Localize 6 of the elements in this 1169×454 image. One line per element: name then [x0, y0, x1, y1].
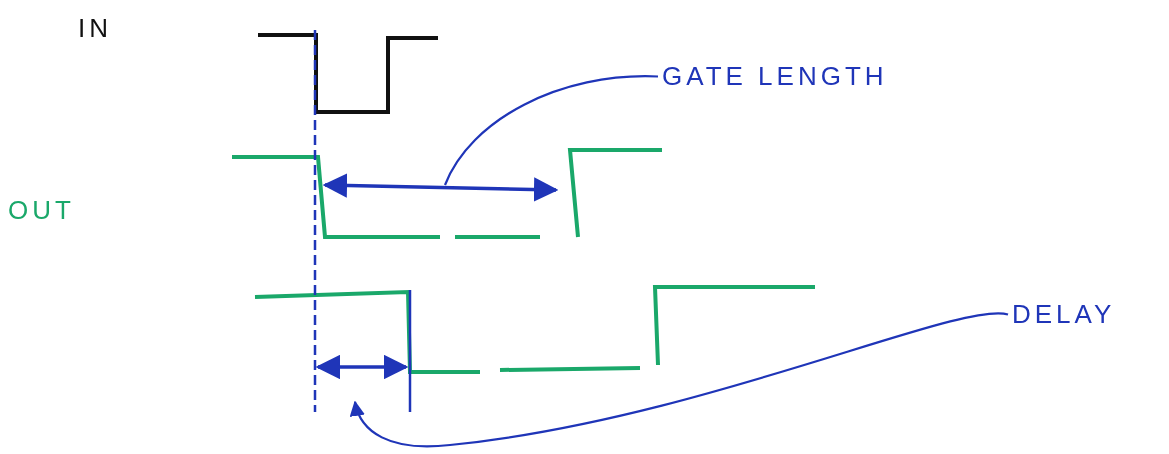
callout-text: GATE LENGTH: [662, 62, 888, 91]
leader-line: [350, 312, 1009, 448]
leader-line: [444, 75, 658, 186]
signal-name: OUT: [8, 196, 75, 225]
callout-text: DELAY: [1012, 300, 1116, 329]
signal-name: IN: [78, 14, 112, 43]
